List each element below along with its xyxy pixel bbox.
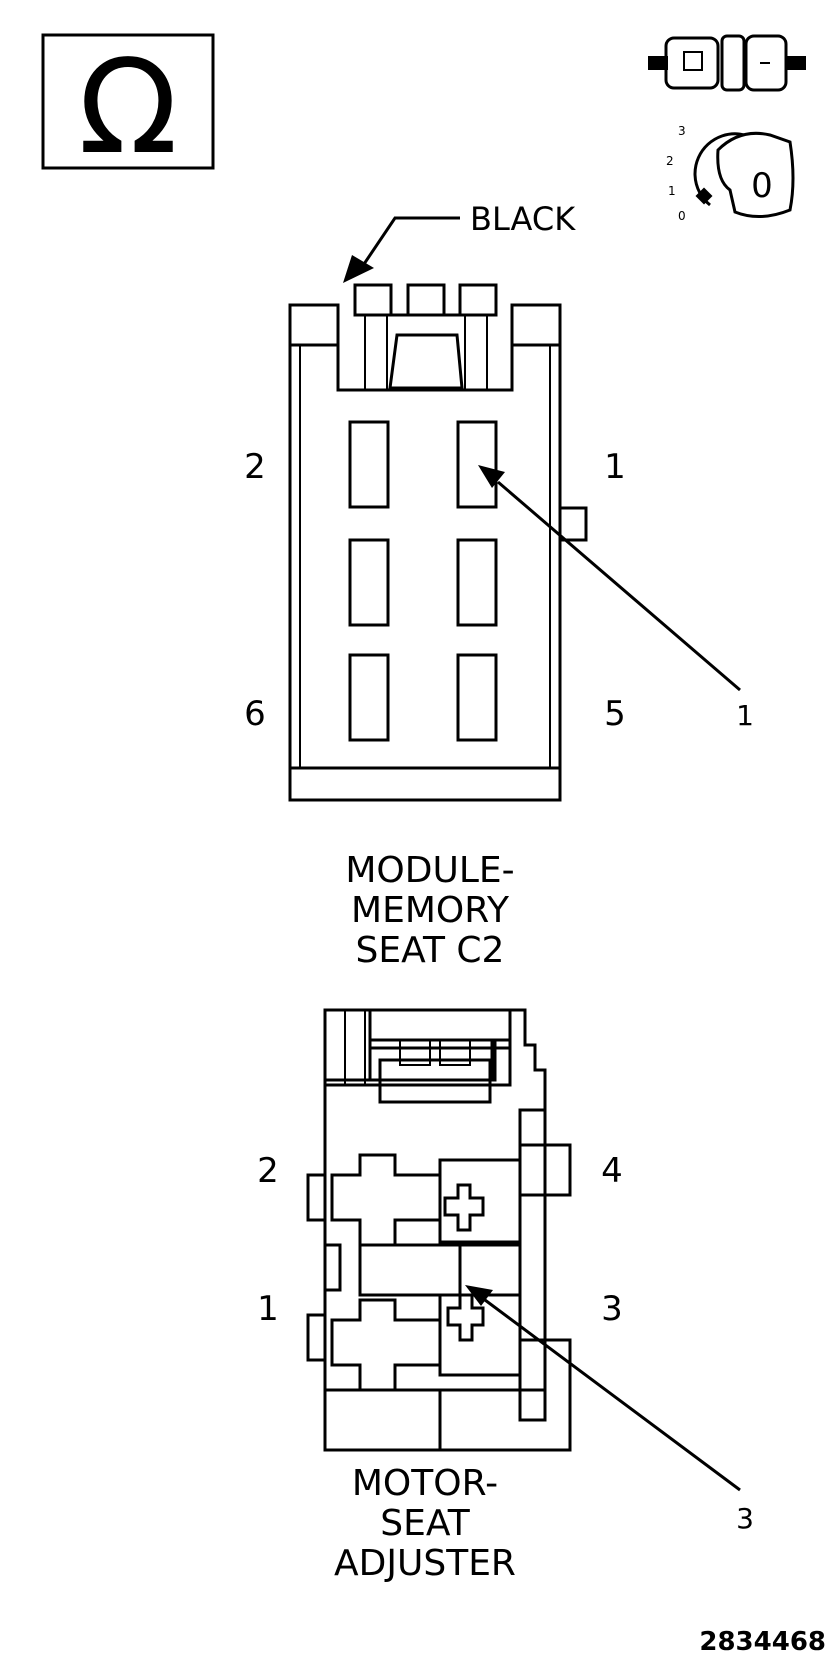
c2-pin-2-label: 2 xyxy=(244,447,266,487)
svg-text:0: 0 xyxy=(678,209,686,223)
battery-disconnect-icon xyxy=(648,34,806,92)
c2-title-line3: SEAT C2 xyxy=(356,930,505,971)
connector-color-label: BLACK xyxy=(470,200,576,238)
c2-title-line1: MODULE- xyxy=(345,850,514,891)
motor-pin-4-label: 4 xyxy=(601,1151,623,1191)
motor-pin-1-label: 1 xyxy=(257,1289,279,1329)
motor-title-line2: SEAT xyxy=(380,1503,470,1544)
motor-title-line3: ADJUSTER xyxy=(334,1543,516,1584)
connector-c2-drawing xyxy=(288,283,588,802)
motor-callout-leader xyxy=(465,1285,741,1492)
c2-callout-leader xyxy=(478,465,741,692)
c2-callout-number: 1 xyxy=(736,699,754,732)
svg-text:2: 2 xyxy=(666,154,674,168)
motor-pin-2-label: 2 xyxy=(257,1151,279,1191)
ignition-key-icon: 3 2 1 0 0 xyxy=(666,124,795,223)
svg-text:3: 3 xyxy=(678,124,686,138)
motor-title-line1: MOTOR- xyxy=(352,1463,498,1504)
ohmmeter-symbol: Ω xyxy=(41,31,215,183)
figure-id: 2834468 xyxy=(699,1627,826,1657)
c2-pin-1-label: 1 xyxy=(604,447,626,487)
c2-pin-5-label: 5 xyxy=(604,694,626,734)
color-callout: BLACK xyxy=(343,200,576,283)
ohm-icon: Ω xyxy=(78,31,177,183)
svg-text:1: 1 xyxy=(668,184,676,198)
motor-pin-3-label: 3 xyxy=(601,1289,623,1329)
connector-motor-drawing xyxy=(306,1008,572,1452)
ohm-box xyxy=(41,33,215,170)
c2-title-line2: MEMORY xyxy=(351,890,510,931)
c2-pin-6-label: 6 xyxy=(244,694,266,734)
svg-text:0: 0 xyxy=(751,166,773,206)
motor-callout-number: 3 xyxy=(736,1502,754,1535)
